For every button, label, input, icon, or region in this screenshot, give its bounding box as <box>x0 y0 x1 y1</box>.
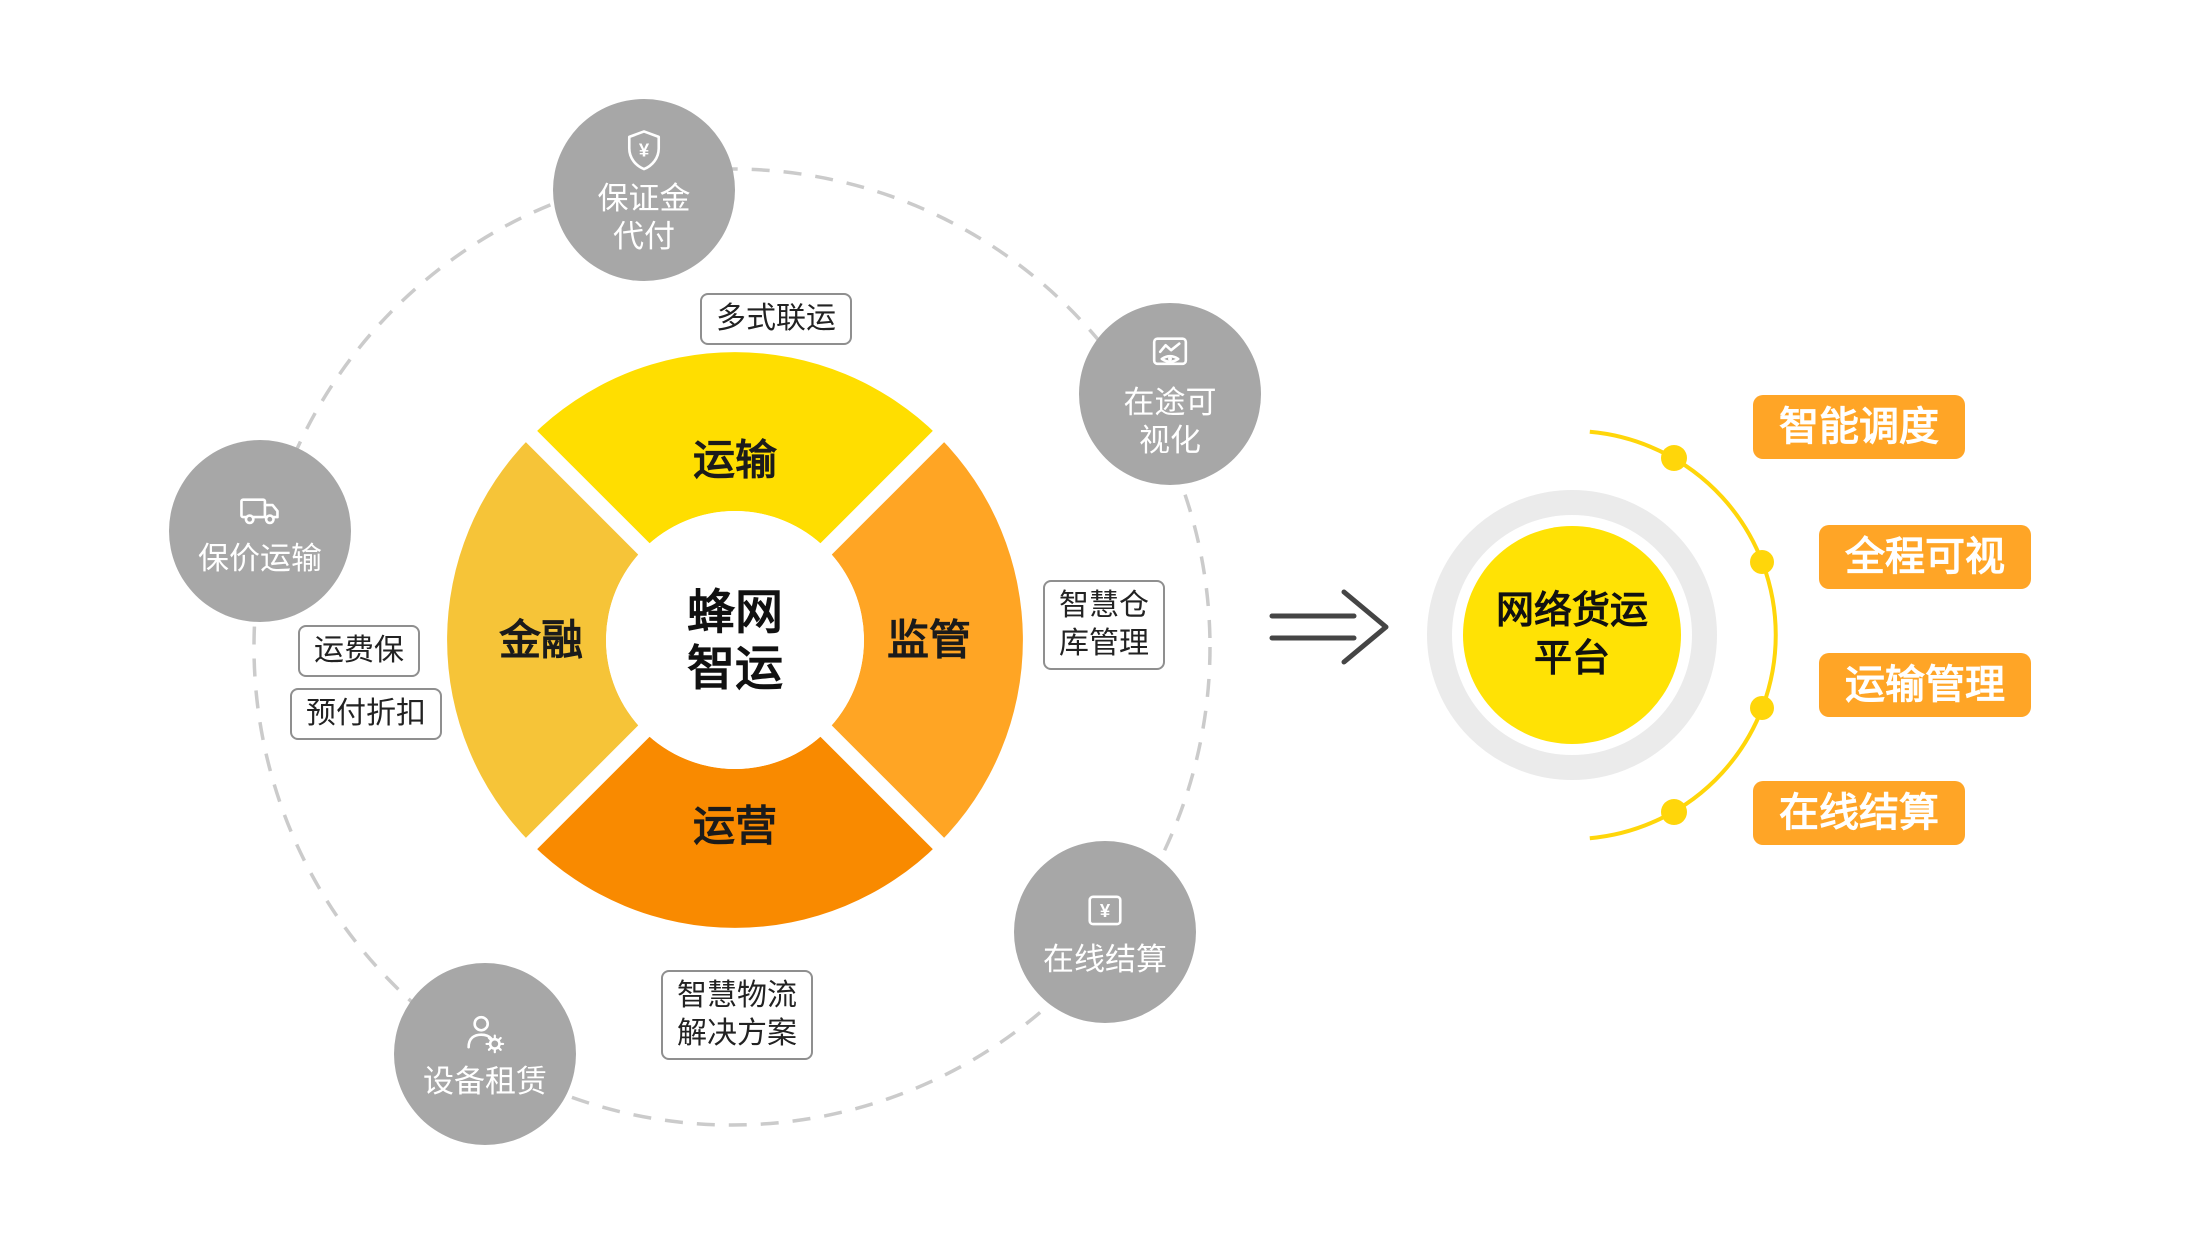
arc-node <box>1750 696 1774 720</box>
satellite-deposit-payment: ¥ 保证金 代付 <box>553 99 735 281</box>
quadrant-operation <box>531 731 939 928</box>
satellite-label: 在途可 <box>1123 384 1217 420</box>
satellite-in-transit-visibility: 在途可 视化 <box>1079 303 1261 485</box>
feature-transport-management: 运输管理 <box>1819 653 2031 717</box>
quadrant-label-supervision: 监管 <box>887 617 971 664</box>
tag-label: 库管理 <box>1059 627 1149 660</box>
tag-label: 预付折扣 <box>306 697 426 730</box>
feature-online-settlement: 在线结算 <box>1753 781 1965 845</box>
shield-yuan-icon: ¥ <box>620 125 668 175</box>
hub-title-line2: 智运 <box>687 643 783 696</box>
satellite-label: 代付 <box>613 218 675 254</box>
satellite-online-settlement: ¥ 在线结算 <box>1014 841 1196 1023</box>
transform-arrow-icon <box>1269 589 1389 665</box>
tag-label: 智慧仓 <box>1059 589 1149 622</box>
satellite-label: 在线结算 <box>1043 941 1167 977</box>
hub-center-circle <box>606 511 864 769</box>
terminal-yuan-icon: ¥ <box>1081 886 1129 936</box>
arc-node <box>1661 445 1687 471</box>
arc-node <box>1750 550 1774 574</box>
satellite-label: 保证金 <box>597 180 691 216</box>
quadrant-transport <box>531 352 939 549</box>
tag-label: 运费保 <box>314 634 404 667</box>
quadrant-finance <box>447 436 644 844</box>
tag-multimodal-transport: 多式联运 <box>700 293 852 345</box>
satellite-equipment-leasing: 设备租赁 <box>394 963 576 1145</box>
tag-smart-logistics-solution: 智慧物流 解决方案 <box>661 970 813 1060</box>
hub-donut: 运输 监管 运营 金融 蜂网 智运 <box>447 352 1023 928</box>
monitor-eye-icon <box>1146 329 1194 379</box>
quadrant-supervision <box>826 436 1023 844</box>
truck-icon <box>236 485 284 535</box>
satellite-label: 保价运输 <box>198 540 322 576</box>
arc-node <box>1661 799 1687 825</box>
satellite-label: 视化 <box>1139 422 1201 458</box>
hub-title-line1: 蜂网 <box>687 587 783 640</box>
person-gear-icon <box>461 1008 509 1058</box>
platform-hub: 网络货运 平台 <box>1463 526 1681 744</box>
platform-hub-line2: 平台 <box>1533 638 1610 680</box>
tag-label: 多式联运 <box>716 302 836 335</box>
platform-hub-line1: 网络货运 <box>1495 590 1648 632</box>
feature-smart-dispatch: 智能调度 <box>1753 395 1965 459</box>
svg-text:¥: ¥ <box>639 139 650 160</box>
tag-freight-insurance: 运费保 <box>298 625 420 677</box>
satellite-label: 设备租赁 <box>423 1063 547 1099</box>
quadrant-label-transport: 运输 <box>693 437 778 484</box>
quadrant-label-finance: 金融 <box>498 617 583 664</box>
quadrant-label-operation: 运营 <box>693 803 777 850</box>
tag-label: 解决方案 <box>677 1017 797 1050</box>
satellite-insured-transport: 保价运输 <box>169 440 351 622</box>
tag-prepay-discount: 预付折扣 <box>290 688 442 740</box>
svg-text:¥: ¥ <box>1100 900 1111 921</box>
tag-smart-warehouse: 智慧仓 库管理 <box>1043 580 1165 670</box>
feature-full-visibility: 全程可视 <box>1819 525 2031 589</box>
tag-label: 智慧物流 <box>677 979 797 1012</box>
